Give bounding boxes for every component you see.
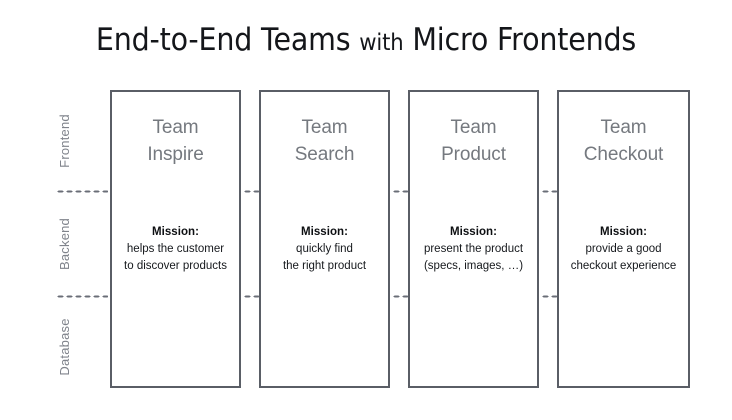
mission-label: Mission: — [599, 226, 648, 238]
layer-label-frontend-text: Frontend — [57, 114, 72, 168]
team-card-title-line-1: Team — [450, 117, 497, 138]
divider-dots-left — [56, 190, 108, 193]
mission-line-2: (specs, images, …) — [423, 260, 524, 272]
team-card-mission: Mission: present the product (specs, ima… — [404, 223, 543, 275]
divider-dots-gap-3 — [541, 295, 558, 298]
team-card-title-line-2: Inspire — [147, 144, 204, 165]
divider-frontend-backend — [56, 190, 692, 193]
layer-label-database: Database — [30, 304, 100, 390]
team-card-mission: Mission: quickly find the right product — [255, 223, 394, 275]
divider-dots-gap-1 — [243, 190, 260, 193]
mission-line-1: provide a good — [585, 243, 662, 255]
team-card-mission: Mission: helps the customer to discover … — [106, 223, 245, 275]
team-card-inspire[interactable]: Team Inspire Mission: helps the customer… — [110, 90, 241, 388]
mission-label: Mission: — [449, 226, 498, 238]
layer-label-backend: Backend — [30, 200, 100, 288]
page-title: End-to-End Teams with Micro Frontends — [29, 22, 702, 58]
team-card-search[interactable]: Team Search Mission: quickly find the ri… — [259, 90, 390, 388]
team-card-title-line-2: Search — [294, 144, 355, 165]
mission-line-2: to discover products — [124, 260, 227, 272]
team-card-product[interactable]: Team Product Mission: present the produc… — [408, 90, 539, 388]
divider-dots-left — [56, 295, 108, 298]
divider-dots-gap-1 — [243, 295, 260, 298]
mission-line-2: the right product — [282, 260, 367, 272]
page-title-part-2: Micro Frontends — [412, 22, 637, 58]
team-card-title-line-1: Team — [301, 117, 348, 138]
divider-backend-database — [56, 295, 692, 298]
team-card-checkout[interactable]: Team Checkout Mission: provide a good ch… — [557, 90, 690, 388]
team-card-title: Team Product — [410, 114, 537, 168]
team-card-title-line-1: Team — [152, 117, 199, 138]
team-card-title-line-1: Team — [600, 117, 647, 138]
mission-label: Mission: — [300, 226, 349, 238]
mission-line-1: quickly find — [296, 243, 353, 255]
team-card-title: Team Checkout — [559, 114, 688, 168]
layer-label-frontend: Frontend — [30, 96, 100, 186]
mission-line-2: checkout experience — [570, 260, 677, 272]
team-card-title-line-2: Product — [441, 144, 506, 165]
divider-dots-gap-2 — [392, 295, 409, 298]
divider-dots-gap-2 — [392, 190, 409, 193]
team-card-mission: Mission: provide a good checkout experie… — [553, 223, 694, 275]
layer-label-backend-text: Backend — [57, 218, 72, 270]
mission-label: Mission: — [151, 226, 200, 238]
team-card-title-line-2: Checkout — [583, 144, 664, 165]
team-card-title: Team Search — [261, 114, 388, 168]
page-title-connector: with — [359, 30, 404, 56]
mission-line-1: present the product — [423, 243, 524, 255]
mission-line-1: helps the customer — [126, 243, 225, 255]
team-card-title: Team Inspire — [112, 114, 239, 168]
divider-dots-gap-3 — [541, 190, 558, 193]
layer-label-database-text: Database — [57, 318, 72, 376]
page-title-part-1: End-to-End Teams — [95, 22, 351, 58]
